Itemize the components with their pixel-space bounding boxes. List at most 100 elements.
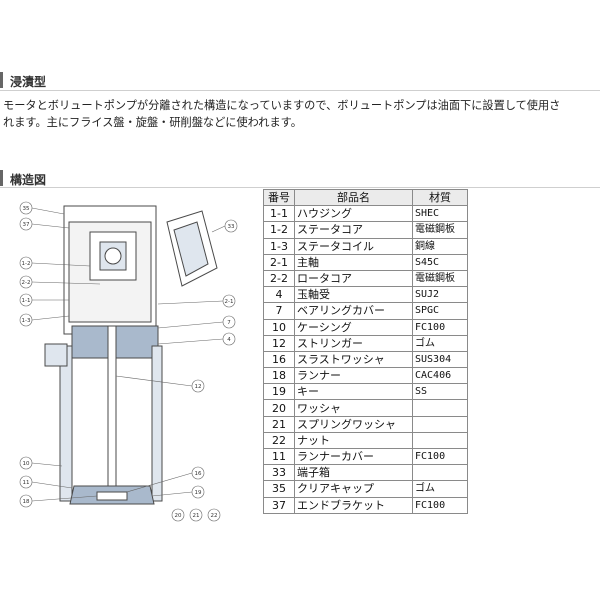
part-number: 12 bbox=[263, 334, 295, 352]
callout-label: 4 bbox=[227, 337, 231, 343]
table-header-row: 番号 部品名 材質 bbox=[263, 188, 468, 207]
part-material: ゴム bbox=[412, 480, 468, 498]
part-material bbox=[412, 464, 468, 482]
part-number: 1-3 bbox=[263, 237, 295, 255]
callout-label: 1-3 bbox=[22, 318, 31, 324]
heading-bar bbox=[0, 72, 3, 88]
part-material: SPGC bbox=[412, 302, 468, 320]
header-number: 番号 bbox=[263, 188, 295, 207]
callout bbox=[207, 508, 221, 522]
part-number: 1-2 bbox=[263, 221, 295, 239]
callout bbox=[189, 508, 203, 522]
part-number: 10 bbox=[263, 318, 295, 336]
callout-label: 33 bbox=[228, 224, 235, 230]
callout bbox=[191, 379, 205, 393]
pump-structure-diagram: 35 37 33 1-2 2-2 1-1 1-3 2-1 7 4 12 10 1… bbox=[19, 201, 238, 522]
leader-lines bbox=[31, 207, 226, 502]
callouts: 35 37 33 1-2 2-2 1-1 1-3 2-1 7 4 12 10 1… bbox=[19, 201, 238, 522]
part-name: ロータコア bbox=[294, 269, 413, 288]
part-name: ステータコア bbox=[294, 221, 413, 239]
part-name: ハウジング bbox=[294, 205, 413, 223]
callout bbox=[19, 293, 33, 307]
description-line-2: れます。主にフライス盤・旋盤・研削盤などに使われます。 bbox=[3, 116, 302, 129]
callout bbox=[19, 456, 33, 470]
callout-label: 21 bbox=[193, 513, 200, 519]
description-paragraph: モータとボリュートポンプが分離された構造になっていますので、ボリュートポンプは油… bbox=[3, 97, 599, 131]
callout-label: 11 bbox=[23, 480, 30, 486]
callout-label: 7 bbox=[227, 320, 231, 326]
part-number: 4 bbox=[263, 286, 295, 304]
part-name: ランナーカバー bbox=[294, 447, 413, 466]
part-name: ワッシャ bbox=[294, 399, 413, 417]
part-number: 1-1 bbox=[263, 205, 295, 223]
callout-label: 37 bbox=[23, 222, 30, 228]
callout bbox=[222, 332, 236, 346]
part-number: 2-1 bbox=[263, 253, 295, 271]
part-material: 電磁鋼板 bbox=[412, 269, 468, 288]
part-name: 玉軸受 bbox=[294, 286, 413, 304]
header-part-name: 部品名 bbox=[294, 188, 413, 207]
part-name: 主軸 bbox=[294, 253, 413, 271]
callout bbox=[171, 508, 185, 522]
part-material: FC100 bbox=[412, 496, 468, 514]
callout-label: 35 bbox=[23, 206, 30, 212]
callout-label: 2-1 bbox=[225, 299, 234, 305]
part-name: 端子箱 bbox=[294, 464, 413, 482]
part-material: CAC406 bbox=[412, 367, 468, 385]
part-name: ストリンガー bbox=[294, 334, 413, 352]
divider bbox=[0, 90, 600, 91]
part-material: FC100 bbox=[412, 318, 468, 336]
part-number: 11 bbox=[263, 447, 295, 466]
callout-label: 20 bbox=[175, 513, 182, 519]
callout-label: 1-1 bbox=[22, 298, 31, 304]
callout-label: 12 bbox=[195, 384, 202, 390]
callout bbox=[19, 275, 33, 289]
part-name: クリアキャップ bbox=[294, 480, 413, 498]
callout-label: 2-2 bbox=[22, 280, 31, 286]
part-material: ゴム bbox=[412, 334, 468, 352]
part-number: 19 bbox=[263, 383, 295, 401]
callout-label: 10 bbox=[23, 461, 30, 467]
part-material: SUJ2 bbox=[412, 286, 468, 304]
callout bbox=[191, 485, 205, 499]
section-heading-text: 浸漬型 bbox=[10, 75, 47, 89]
part-name: キー bbox=[294, 383, 413, 401]
part-name: エンドブラケット bbox=[294, 496, 413, 514]
pump-body bbox=[44, 205, 218, 505]
part-number: 2-2 bbox=[263, 269, 295, 288]
callout-label: 22 bbox=[211, 513, 218, 519]
part-material: S45C bbox=[412, 253, 468, 271]
part-number: 20 bbox=[263, 399, 295, 417]
section-heading-text: 構造図 bbox=[10, 173, 47, 187]
callout bbox=[19, 201, 33, 215]
description-line-1: モータとボリュートポンプが分離された構造になっていますので、ボリュートポンプは油… bbox=[3, 99, 561, 112]
callout bbox=[222, 294, 236, 308]
part-number: 21 bbox=[263, 415, 295, 433]
part-material bbox=[412, 415, 468, 433]
callout bbox=[19, 475, 33, 489]
part-number: 7 bbox=[263, 302, 295, 320]
part-number: 18 bbox=[263, 367, 295, 385]
part-number: 37 bbox=[263, 496, 295, 514]
part-name: スプリングワッシャ bbox=[294, 415, 413, 433]
part-material: 電磁鋼板 bbox=[412, 221, 468, 239]
callout-label: 1-2 bbox=[22, 261, 31, 267]
header-material: 材質 bbox=[412, 188, 468, 207]
part-name: ケーシング bbox=[294, 318, 413, 336]
